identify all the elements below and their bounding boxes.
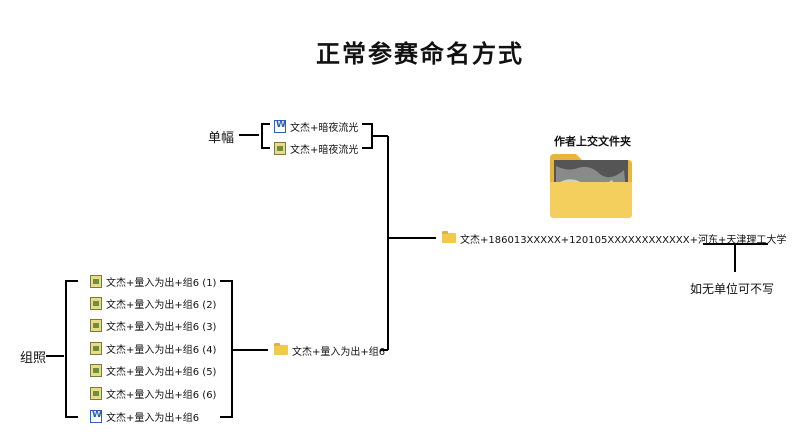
no-unit-note: 如无单位可不写 <box>690 282 775 296</box>
group-file-row[interactable]: 文杰+量入为出+组6 (2) <box>90 295 216 311</box>
group-file-row[interactable]: 文杰+量入为出+组6 <box>90 408 199 424</box>
group-file-name: 文杰+量入为出+组6 (6) <box>106 389 217 401</box>
image-file-icon <box>90 341 102 355</box>
group-file-row[interactable]: 文杰+量入为出+组6 (1) <box>90 273 216 289</box>
folder-icon <box>442 231 456 243</box>
word-doc-icon <box>90 409 102 423</box>
large-folder-icon[interactable] <box>548 152 634 220</box>
word-doc-icon <box>274 119 286 133</box>
group-file-name: 文杰+量入为出+组6 <box>106 412 200 424</box>
image-file-icon <box>90 274 102 288</box>
image-file-icon <box>90 296 102 310</box>
group-label: 组照 <box>20 351 47 366</box>
group-file-row[interactable]: 文杰+量入为出+组6 (6) <box>90 385 216 401</box>
group-file-name: 文杰+量入为出+组6 (2) <box>106 299 217 311</box>
upload-folder-name: 文杰+186013XXXXX+120105XXXXXXXXXXXX+河东+天津理… <box>460 234 787 246</box>
group-file-name: 文杰+量入为出+组6 (4) <box>106 344 217 356</box>
group-file-row[interactable]: 文杰+量入为出+组6 (3) <box>90 317 216 333</box>
group-file-name: 文杰+量入为出+组6 (1) <box>106 277 217 289</box>
folder-icon <box>274 343 288 355</box>
single-file-name: 文杰+暗夜流光 <box>290 144 359 156</box>
group-folder-name: 文杰+量入为出+组6 <box>292 346 386 358</box>
single-file-name: 文杰+暗夜流光 <box>290 122 359 134</box>
group-file-row[interactable]: 文杰+量入为出+组6 (4) <box>90 340 216 356</box>
page-title: 正常参赛命名方式 <box>316 40 524 68</box>
group-file-row[interactable]: 文杰+量入为出+组6 (5) <box>90 362 216 378</box>
upload-folder-title: 作者上交文件夹 <box>554 135 631 148</box>
upload-folder-row[interactable]: 文杰+186013XXXXX+120105XXXXXXXXXXXX+河东+天津理… <box>442 230 786 246</box>
image-file-icon <box>274 141 286 155</box>
image-file-icon <box>90 318 102 332</box>
single-file-row[interactable]: 文杰+暗夜流光 <box>274 118 358 134</box>
group-folder-row[interactable]: 文杰+量入为出+组6 <box>274 342 385 358</box>
single-label: 单幅 <box>208 131 235 146</box>
group-file-name: 文杰+量入为出+组6 (3) <box>106 321 217 333</box>
image-file-icon <box>90 363 102 377</box>
image-file-icon <box>90 386 102 400</box>
single-file-row[interactable]: 文杰+暗夜流光 <box>274 140 358 156</box>
group-file-name: 文杰+量入为出+组6 (5) <box>106 366 217 378</box>
